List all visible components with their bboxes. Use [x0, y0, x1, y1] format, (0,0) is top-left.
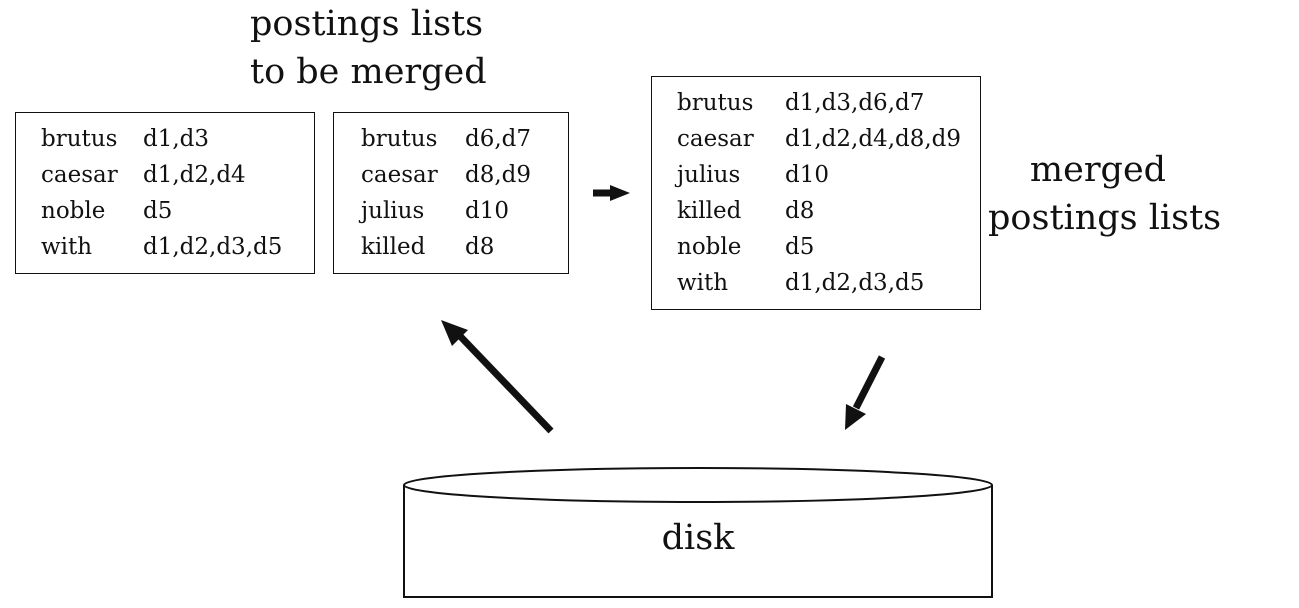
postings-list-box-2: brutus d6,d7 caesar d8,d9 julius d10 kil… [333, 112, 569, 274]
term: with [41, 234, 93, 260]
postings-row: noble d5 [677, 229, 980, 265]
postings: d8,d9 [465, 162, 532, 188]
caption-line: merged [1029, 150, 1167, 190]
term: brutus [41, 126, 118, 152]
postings: d8 [785, 198, 815, 224]
postings: d10 [785, 162, 829, 188]
postings-row: with d1,d2,d3,d5 [677, 265, 980, 301]
postings: d1,d2,d3,d5 [785, 270, 925, 296]
disk-label: disk [661, 518, 735, 558]
postings: d1,d2,d3,d5 [143, 234, 283, 260]
term: julius [361, 198, 425, 224]
postings: d1,d2,d4,d8,d9 [785, 126, 962, 152]
postings-row: caesar d1,d2,d4 [41, 157, 314, 193]
postings-row: brutus d6,d7 [361, 121, 568, 157]
term: caesar [677, 126, 754, 152]
term: with [677, 270, 729, 296]
term: killed [361, 234, 426, 260]
merged-postings-box: brutus d1,d3,d6,d7 caesar d1,d2,d4,d8,d9… [651, 76, 981, 310]
caption-postings-to-be-merged: postings lists to be merged [250, 0, 487, 96]
postings: d1,d2,d4 [143, 162, 246, 188]
postings: d8 [465, 234, 495, 260]
postings: d5 [143, 198, 173, 224]
term: caesar [41, 162, 118, 188]
term: brutus [361, 126, 438, 152]
term: killed [677, 198, 742, 224]
caption-line: postings lists [250, 4, 484, 44]
postings-row: julius d10 [677, 157, 980, 193]
postings-row: with d1,d2,d3,d5 [41, 229, 314, 265]
postings-row: noble d5 [41, 193, 314, 229]
read-from-disk-arrow [441, 320, 554, 434]
disk-cylinder [403, 467, 993, 598]
caption-merged-postings: merged postings lists [988, 146, 1222, 242]
caption-line: postings lists [988, 198, 1222, 238]
postings-row: killed d8 [361, 229, 568, 265]
postings: d5 [785, 234, 815, 260]
write-to-disk-arrow [845, 355, 886, 430]
postings: d1,d3,d6,d7 [785, 90, 925, 116]
postings: d6,d7 [465, 126, 532, 152]
postings-row: killed d8 [677, 193, 980, 229]
postings-row: julius d10 [361, 193, 568, 229]
postings-row: caesar d1,d2,d4,d8,d9 [677, 121, 980, 157]
term: julius [677, 162, 741, 188]
postings: d1,d3 [143, 126, 210, 152]
postings: d10 [465, 198, 509, 224]
postings-list-box-1: brutus d1,d3 caesar d1,d2,d4 noble d5 wi… [15, 112, 315, 274]
caption-line: to be merged [250, 52, 487, 92]
postings-row: brutus d1,d3 [41, 121, 314, 157]
postings-row: caesar d8,d9 [361, 157, 568, 193]
merge-arrow [593, 185, 630, 201]
term: noble [41, 198, 106, 224]
term: noble [677, 234, 742, 260]
term: caesar [361, 162, 438, 188]
term: brutus [677, 90, 754, 116]
postings-row: brutus d1,d3,d6,d7 [677, 85, 980, 121]
